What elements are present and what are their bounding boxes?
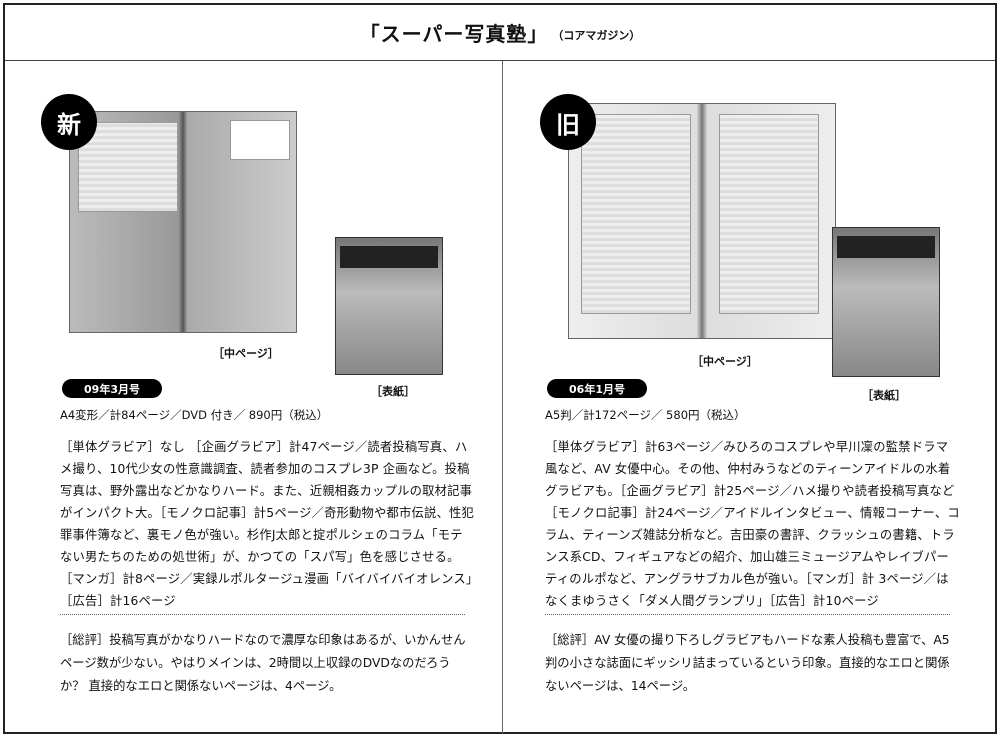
spec-line: A4変形／計84ページ／DVD 付き／ 890円（税込） bbox=[60, 408, 329, 422]
review-text: ［総評］AV 女優の撮り下ろしグラビアもハードな素人投稿も豊富で、A5判の小さな… bbox=[545, 633, 950, 693]
old-column: 旧 ［中ページ］ ［表紙］ 06年1月号 A5判／計172ページ／ 580円（税… bbox=[502, 61, 999, 734]
header: 「スーパー写真塾」 （コアマガジン） bbox=[5, 5, 995, 61]
spec-line: A5判／計172ページ／ 580円（税込） bbox=[545, 408, 746, 422]
issue-badge: 06年1月号 bbox=[547, 379, 647, 398]
cover-label: ［表紙］ bbox=[862, 389, 906, 402]
inner-page-label: ［中ページ］ bbox=[213, 347, 279, 360]
contents-text: ［単体グラビア］なし ［企画グラビア］計47ページ／読者投稿写真、ハメ撮り、10… bbox=[60, 440, 475, 608]
cover-photo bbox=[832, 227, 940, 377]
inner-page-photo bbox=[69, 111, 297, 333]
dotted-separator bbox=[60, 614, 465, 615]
article-frame: 「スーパー写真塾」 （コアマガジン） 新 ［中ページ］ ［表紙］ 09年3月号 … bbox=[3, 3, 997, 734]
inner-page-label: ［中ページ］ bbox=[692, 355, 758, 368]
inner-page-photo bbox=[568, 103, 836, 339]
cover-photo bbox=[335, 237, 443, 375]
contents-text: ［単体グラビア］計63ページ／みひろのコスプレや早川凜の監禁ドラマ風など、AV … bbox=[545, 440, 960, 608]
new-column: 新 ［中ページ］ ［表紙］ 09年3月号 A4変形／計84ページ／DVD 付き／… bbox=[5, 61, 502, 734]
page-title: 「スーパー写真塾」 bbox=[359, 22, 549, 46]
publisher: （コアマガジン） bbox=[552, 28, 641, 42]
new-badge: 新 bbox=[41, 94, 97, 150]
cover-label: ［表紙］ bbox=[371, 385, 415, 398]
dotted-separator bbox=[545, 614, 950, 615]
review-text: ［総評］投稿写真がかなりハードなので濃厚な印象はあるが、いかんせんページ数が少な… bbox=[60, 633, 466, 693]
old-badge: 旧 bbox=[540, 94, 596, 150]
issue-badge: 09年3月号 bbox=[62, 379, 162, 398]
column-divider bbox=[502, 61, 503, 734]
